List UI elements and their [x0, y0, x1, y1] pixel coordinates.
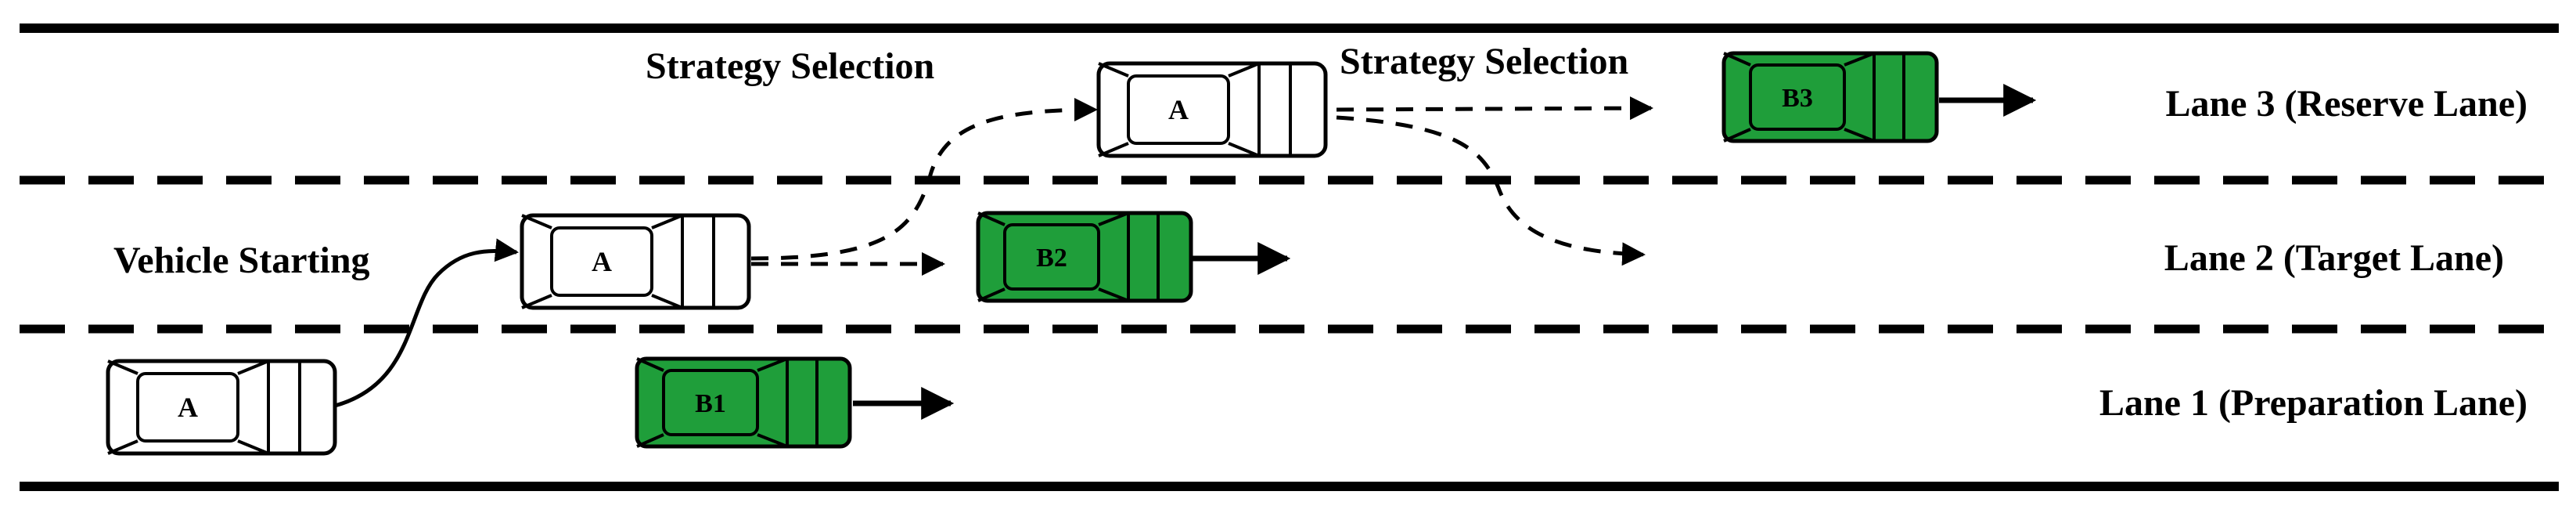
trajectory-start — [334, 238, 519, 408]
strategy-selection-label-2: Strategy Selection — [1340, 41, 1628, 82]
car-a-lane1-label: A — [178, 392, 198, 423]
lane1-label: Lane 1 (Preparation Lane) — [2099, 382, 2527, 424]
car-a-lane3: A — [1099, 63, 1326, 156]
strategy-selection-label-1: Strategy Selection — [646, 45, 934, 87]
car-a-lane2: A — [522, 215, 749, 308]
car-b3: B3 — [1724, 53, 1937, 141]
car-a-lane2-label: A — [592, 246, 612, 277]
car-b2: B2 — [978, 213, 1191, 301]
car-b1-label: B1 — [695, 389, 726, 418]
car-a-lane1: A — [108, 361, 335, 453]
trajectory-lane3-straight — [1336, 96, 1653, 121]
car-b1: B1 — [637, 359, 850, 446]
car-a-lane3-label: A — [1168, 94, 1189, 125]
lane3-label: Lane 3 (Reserve Lane) — [2165, 83, 2527, 125]
lane2-label: Lane 2 (Target Lane) — [2164, 237, 2504, 279]
trajectory-lane3-to-lane2 — [1336, 115, 1646, 266]
car-b3-label: B3 — [1782, 84, 1813, 113]
trajectory-lane2-to-lane3 — [750, 98, 1098, 261]
car-b2-label: B2 — [1036, 244, 1067, 273]
vehicle-starting-label: Vehicle Starting — [113, 240, 370, 281]
